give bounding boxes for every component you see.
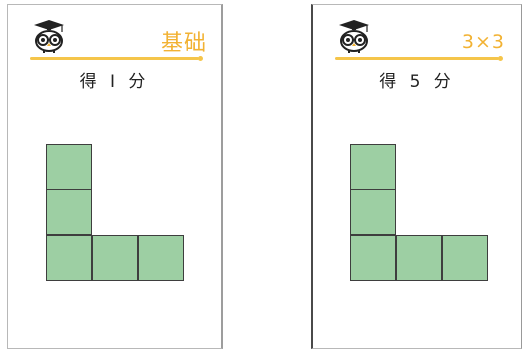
shape-block [46,235,92,281]
owl-mascot-icon [34,20,64,53]
shape-block [396,235,442,281]
level-label: 3×3 [461,31,505,53]
header-divider [30,56,203,61]
level-card-basic[interactable]: 基础 得 I 分 [7,4,223,349]
level-card-3x3[interactable]: 3×3 得 5 分 [311,4,522,349]
score-text: 得 5 分 [379,72,455,92]
score-text: 得 I 分 [79,72,150,92]
shape-block [350,189,396,235]
shape-block [442,235,488,281]
shape-block [46,189,92,235]
shape-block [92,235,138,281]
header-divider [335,56,503,61]
level-label: 基础 [160,31,207,56]
shape-block [138,235,184,281]
shape-block [46,144,92,190]
owl-mascot-icon [339,20,369,53]
shape-block [350,235,396,281]
shape-block [350,144,396,190]
